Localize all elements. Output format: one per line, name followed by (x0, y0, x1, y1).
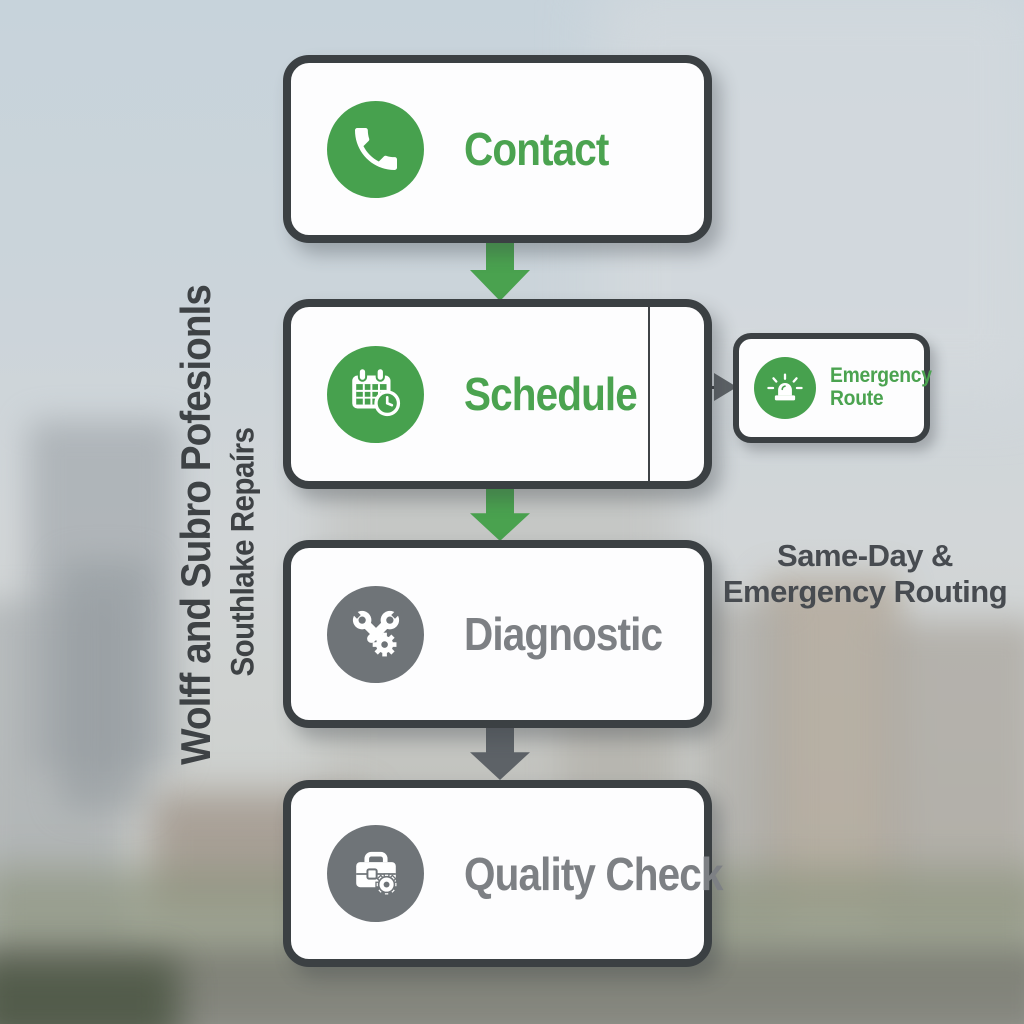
background-building (60, 560, 150, 810)
branch-label-line2: Route (830, 387, 884, 410)
phone-icon (327, 100, 424, 198)
routing-note-line1: Same-Day & (777, 538, 953, 573)
down-arrow-icon (470, 489, 530, 541)
watermark-title: Wolff and Subro Pofesionls (172, 285, 219, 765)
step-contact-label: Contact (464, 123, 609, 175)
branch-emergency-route: Emergency Route (733, 333, 932, 443)
branch-label: Emergency Route (830, 365, 932, 410)
branch-label-line1: Emergency (830, 364, 932, 388)
schedule-divider-line (648, 307, 650, 481)
step-schedule: Schedule (283, 299, 712, 489)
routing-note: Same-Day & Emergency Routing (698, 538, 1024, 610)
step-quality-check-label: Quality Check (464, 847, 723, 900)
background-building (762, 575, 902, 915)
routing-note-line2: Emergency Routing (722, 573, 1008, 609)
down-arrow-icon (470, 728, 530, 780)
wrench-gear-icon (327, 585, 424, 683)
siren-icon (754, 357, 816, 419)
calendar-clock-icon (327, 345, 424, 443)
down-arrow-icon (470, 243, 530, 301)
step-diagnostic: Diagnostic (283, 540, 712, 728)
step-schedule-label: Schedule (464, 368, 638, 420)
toolbox-gear-icon (327, 825, 424, 922)
step-diagnostic-label: Diagnostic (464, 608, 663, 660)
watermark-subtitle: Southlake Repaírs (224, 427, 261, 677)
step-quality-check: Quality Check (283, 780, 723, 967)
background-dark-corner (0, 958, 180, 1024)
branch-arrowhead-icon (714, 373, 737, 401)
step-contact: Contact (283, 55, 712, 243)
